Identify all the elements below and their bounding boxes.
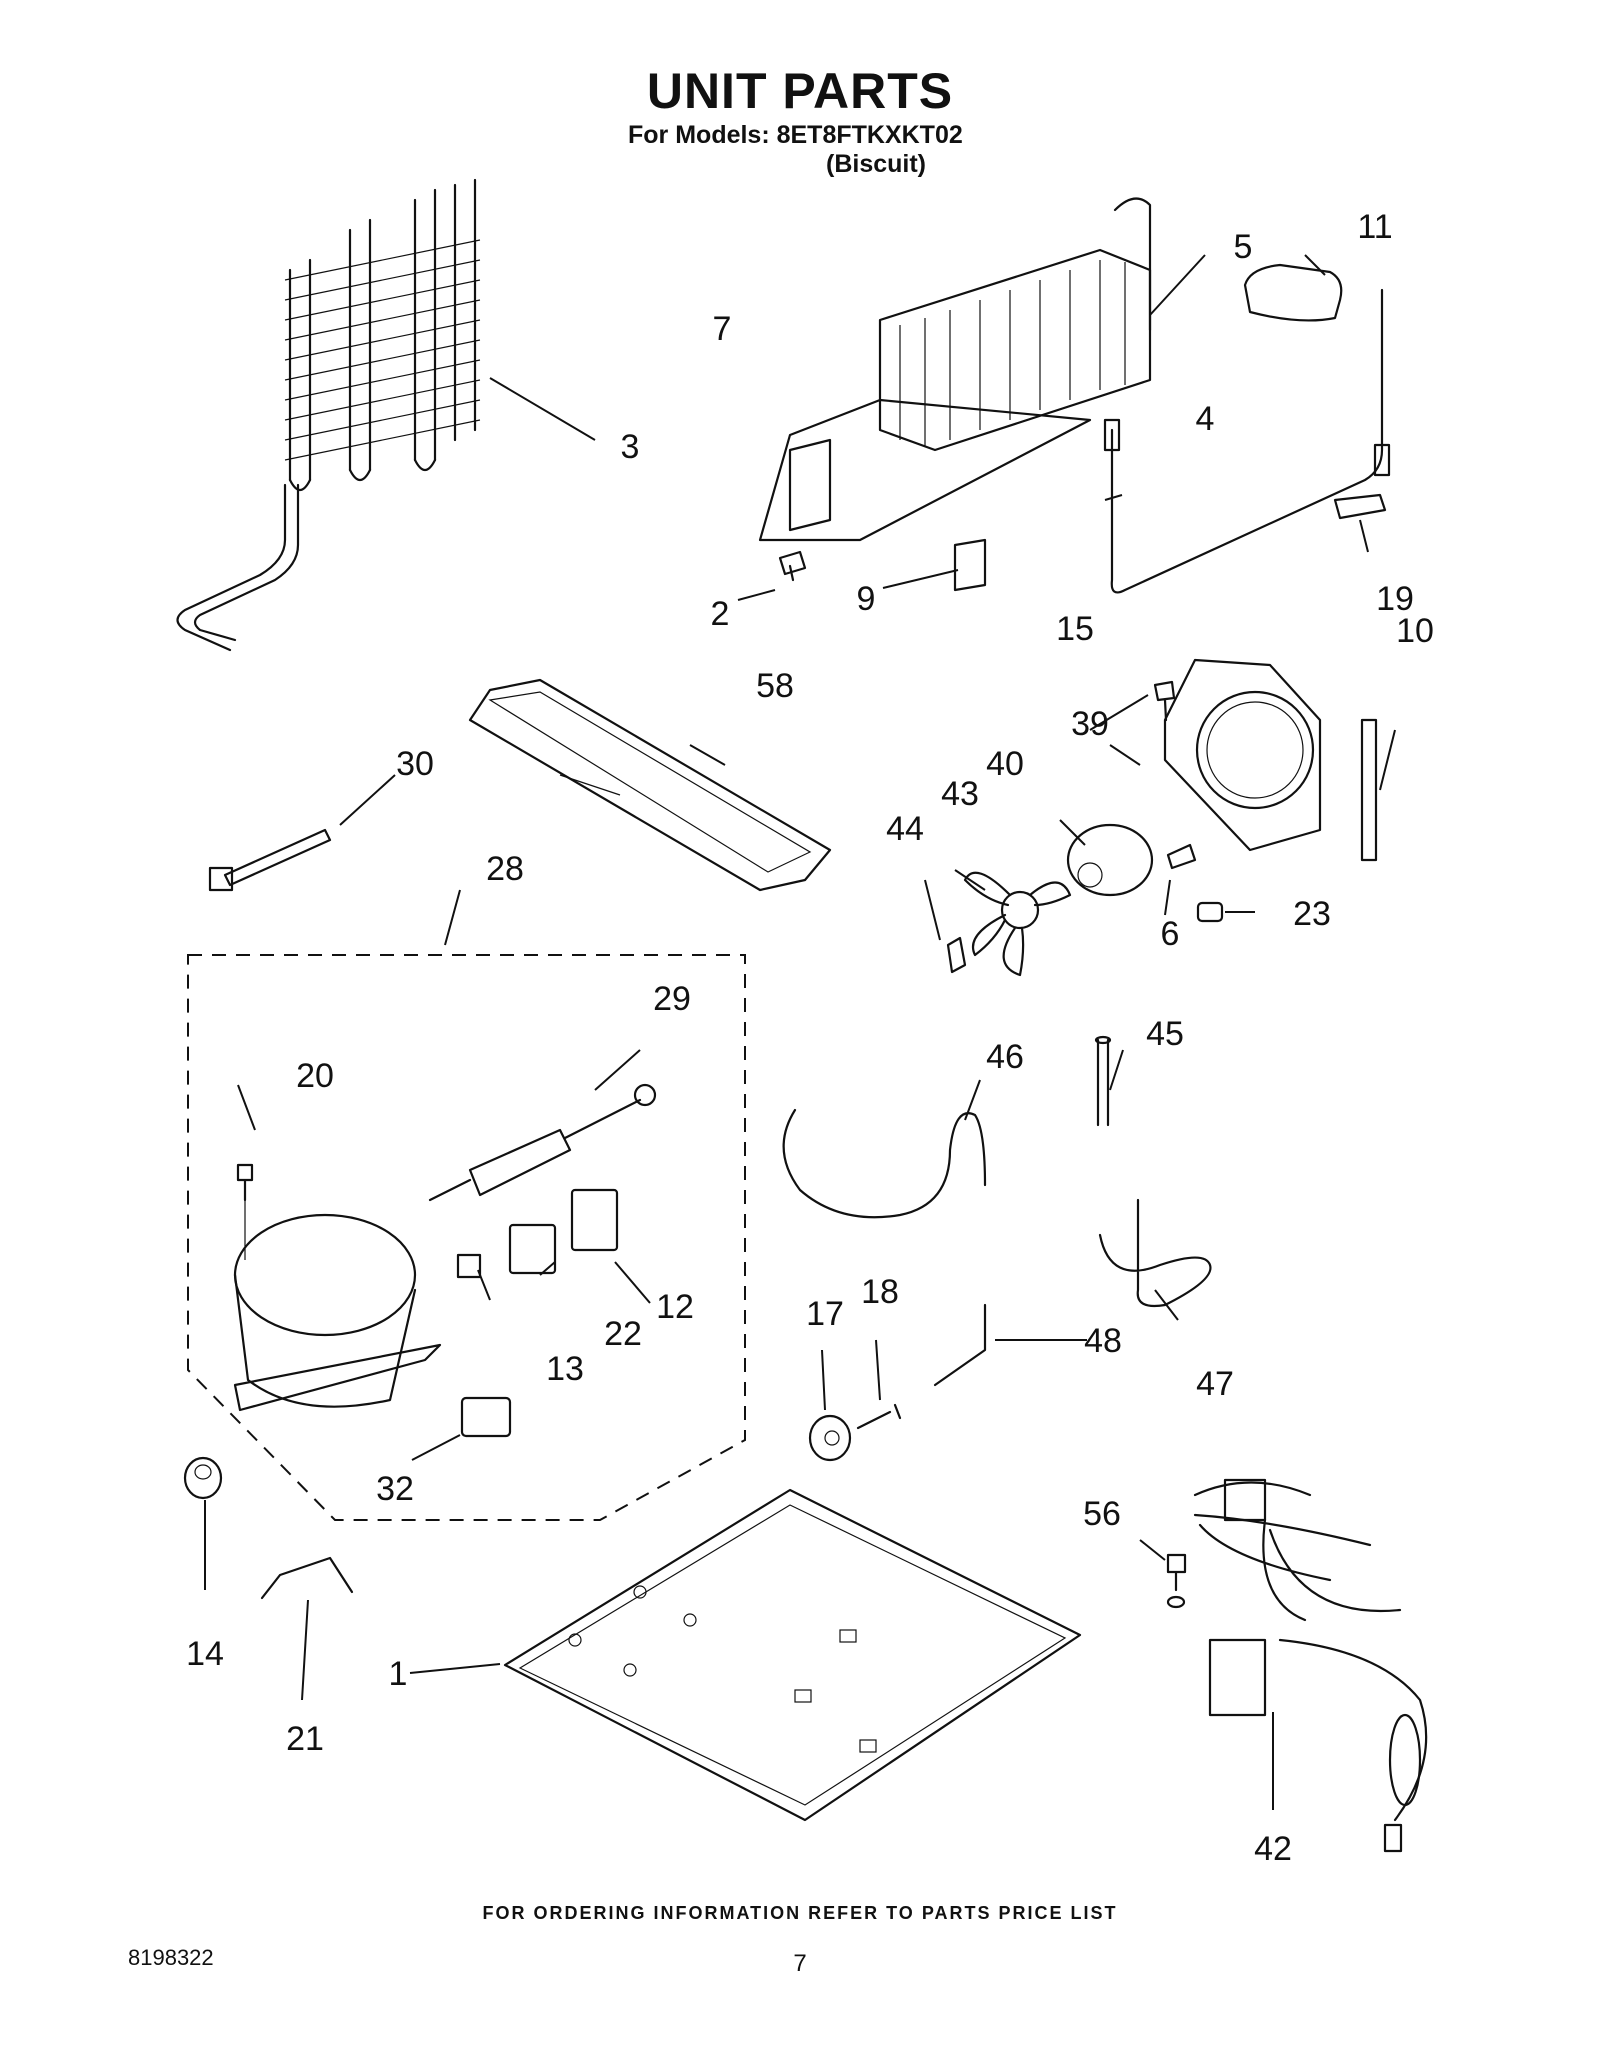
grommet-23-part: [1196, 901, 1224, 923]
screw-2-part: [778, 550, 807, 582]
screw-56-part: [1166, 1553, 1187, 1609]
clip-part: [1333, 493, 1387, 520]
gasket-strip-part: [1360, 718, 1378, 862]
wire-harness-part: [1193, 1478, 1428, 1853]
callout-15: 15: [1056, 610, 1094, 648]
callout-3: 3: [621, 428, 640, 466]
callout-56: 56: [1083, 1495, 1121, 1533]
fan-blade-part: [963, 871, 1072, 977]
callout-10: 10: [1396, 612, 1434, 650]
callout-48: 48: [1084, 1322, 1122, 1360]
clip-21-part: [260, 1556, 354, 1600]
screw-20-part: [236, 1163, 254, 1260]
base-pan-part: [503, 1488, 1082, 1822]
callout-29: 29: [653, 980, 691, 1018]
capacitor-32-part: [460, 1396, 512, 1438]
callout-44: 44: [886, 810, 924, 848]
callout-39: 39: [1071, 705, 1109, 743]
callout-5: 5: [1234, 228, 1253, 266]
callout-11: 11: [1357, 208, 1392, 246]
relay-22-part: [508, 1223, 557, 1275]
sealed-system-boundary: [187, 954, 746, 1521]
drain-tray-part: [468, 678, 832, 892]
callout-14: 14: [186, 1635, 224, 1673]
grommet-14-part: [183, 1456, 223, 1500]
color-line: (Biscuit): [826, 150, 926, 178]
screw-6-part: [1166, 843, 1197, 870]
callout-30: 30: [396, 745, 434, 783]
callout-42: 42: [1254, 1830, 1292, 1868]
motor-bracket-part: [946, 936, 967, 974]
cable-tie-part: [208, 828, 332, 892]
callout-45: 45: [1146, 1015, 1184, 1053]
callout-7: 7: [713, 310, 732, 348]
callout-6: 6: [1161, 915, 1180, 953]
ordering-note: FOR ORDERING INFORMATION REFER TO PARTS …: [482, 1903, 1118, 1923]
callout-2: 2: [711, 595, 730, 633]
fan-shroud-part: [1163, 658, 1322, 852]
overload-12-part: [570, 1188, 619, 1252]
filter-drier-part: [428, 1083, 657, 1202]
page-title: UNIT PARTS: [646, 63, 954, 119]
callout-20: 20: [296, 1057, 334, 1095]
sensor-wire-part: [1103, 288, 1391, 594]
page-number: 7: [793, 1950, 807, 1977]
pin-18-part: [856, 1403, 902, 1430]
callout-13: 13: [546, 1350, 584, 1388]
evaporator-assembly-part: [758, 197, 1152, 542]
callout-23: 23: [1293, 895, 1331, 933]
condenser-coil-part: [176, 178, 481, 652]
fan-motor-part: [1066, 823, 1154, 897]
callout-18: 18: [861, 1273, 899, 1311]
thermostat-cap-part: [1243, 263, 1343, 322]
callout-12: 12: [656, 1288, 694, 1326]
callout-22: 22: [604, 1315, 642, 1353]
callout-1: 1: [389, 1655, 408, 1693]
callout-9: 9: [857, 580, 876, 618]
terminal-13-part: [456, 1253, 482, 1279]
bracket-9-part: [953, 538, 987, 592]
compressor-part: [233, 1213, 442, 1412]
leader-lines: [204, 254, 1396, 1810]
callout-17: 17: [806, 1295, 844, 1333]
callout-40: 40: [986, 745, 1024, 783]
callout-21: 21: [286, 1720, 324, 1758]
callout-labels: 3 7 5 11 4 2 9 19 15 10 58 39 30 40 43 4…: [186, 208, 1434, 1868]
tube-47-part: [1098, 1198, 1212, 1308]
tube-48-part: [933, 1303, 987, 1387]
tube-45-part: [1094, 1035, 1112, 1127]
models-line: For Models: 8ET8FTKXKT02: [628, 121, 963, 149]
callout-4: 4: [1196, 400, 1215, 438]
tube-46-part: [782, 1108, 987, 1219]
screw-15-part: [1153, 680, 1176, 722]
callout-58: 58: [756, 667, 794, 705]
callout-47: 47: [1196, 1365, 1234, 1403]
callout-19: 19: [1376, 580, 1414, 618]
callout-32: 32: [376, 1470, 414, 1508]
callout-43: 43: [941, 775, 979, 813]
callout-46: 46: [986, 1038, 1024, 1076]
doc-number: 8198322: [128, 1945, 214, 1970]
roller-17-part: [808, 1414, 852, 1462]
callout-28: 28: [486, 850, 524, 888]
